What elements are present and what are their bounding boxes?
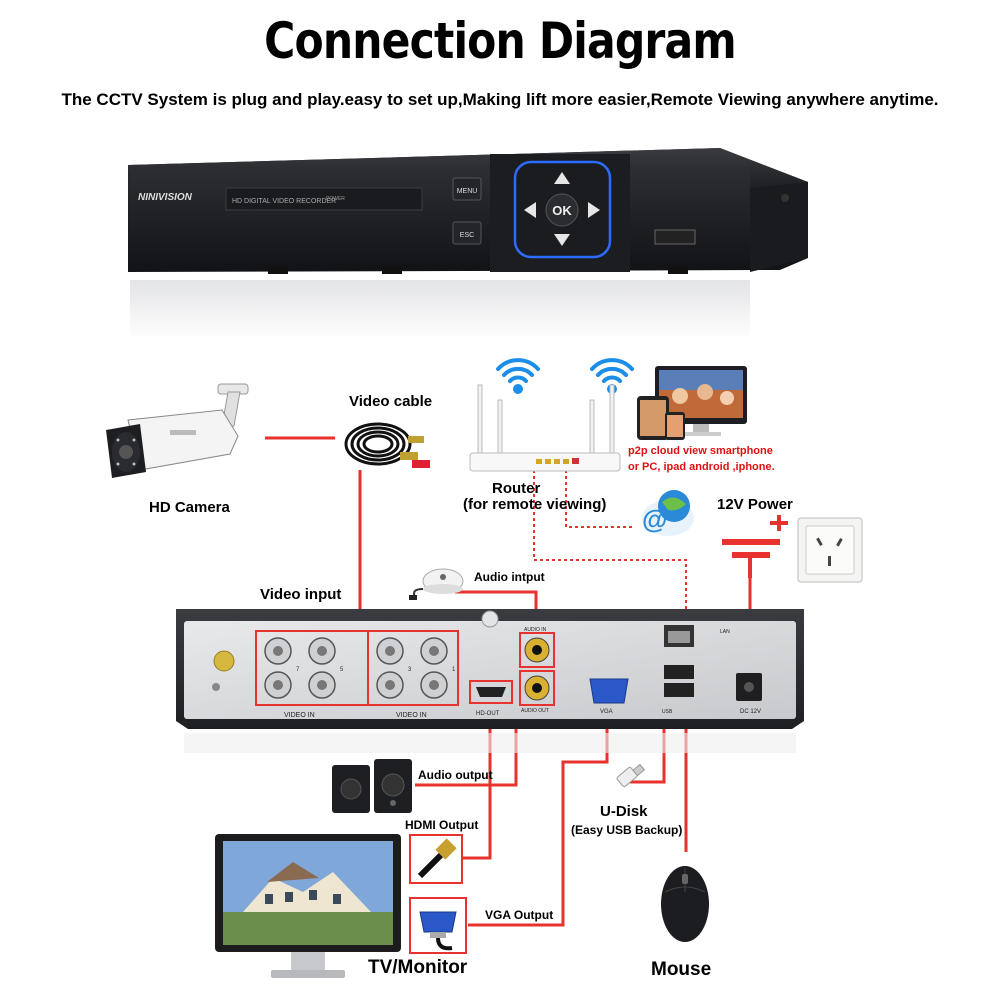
svg-text:MENU: MENU [457, 188, 478, 195]
tv-monitor-icon [215, 834, 401, 978]
tv-monitor-label: TV/Monitor [368, 957, 468, 978]
svg-text:AUDIO IN: AUDIO IN [524, 627, 547, 633]
hdmi-highlight [409, 834, 463, 884]
hdmi-output-wire [463, 716, 492, 860]
svg-text:AUDIO OUT: AUDIO OUT [521, 708, 549, 714]
mouse-label: Mouse [651, 959, 712, 980]
hd-camera-icon [106, 383, 249, 478]
svg-text:3: 3 [408, 667, 412, 673]
svg-text:@: @ [642, 504, 667, 534]
router-lan-link [533, 470, 687, 628]
svg-text:ESC: ESC [460, 232, 474, 239]
hd-camera-label: HD Camera [149, 499, 230, 516]
router-label: Router [492, 480, 541, 497]
router-icon [469, 358, 634, 472]
svg-text:VGA: VGA [600, 709, 613, 715]
svg-text:5: 5 [340, 667, 344, 673]
audio-output-wire [415, 706, 518, 787]
svg-text:DC 12V: DC 12V [740, 709, 761, 715]
dc-power-symbol-icon [722, 515, 788, 578]
dvr-brand-logo: NINIVISION [138, 192, 193, 203]
page-subtitle: The CCTV System is plug and play.easy to… [61, 90, 939, 109]
video-input-label: Video input [260, 586, 342, 603]
svg-text:HD DIGITAL VIDEO RECORDER: HD DIGITAL VIDEO RECORDER [232, 198, 336, 205]
vga-cable-icon [419, 911, 457, 951]
router-cloud-link [565, 470, 632, 528]
svg-text:7: 7 [296, 667, 300, 673]
power-label: 12V Power [717, 496, 793, 513]
page-title: Connection Diagram [264, 12, 736, 70]
hdmi-output-label: HDMI Output [405, 818, 479, 832]
u-disk-label: U-Disk [600, 803, 648, 820]
p2p-line2: or PC, ipad android ,iphone. [628, 461, 775, 473]
video-in-label-left: VIDEO IN [284, 712, 315, 719]
vga-highlight [409, 897, 467, 954]
speakers-icon [332, 759, 412, 813]
p2p-devices-icon [637, 366, 747, 440]
usb-disk-icon [616, 763, 646, 788]
audio-output-label: Audio output [418, 768, 493, 782]
svg-text:1: 1 [452, 667, 456, 673]
wall-socket-icon [797, 517, 863, 583]
video-in-label-right: VIDEO IN [396, 712, 427, 719]
dvr-front-unit: OK MENU ESC HD DIGITAL VIDEO RECORDER PO… [128, 148, 808, 340]
internet-cloud-icon: @ [642, 490, 694, 536]
svg-text:LAN: LAN [720, 629, 730, 635]
u-disk-note: (Easy USB Backup) [571, 823, 683, 837]
microphone-icon [409, 568, 464, 600]
dvr-back-panel: 7 5 3 1 VIDEO IN VIDEO IN HD-OUT AUDIO IN A… [176, 609, 804, 753]
hdmi-cable-icon [417, 838, 457, 879]
router-note: (for remote viewing) [463, 496, 607, 513]
vga-output-label: VGA Output [485, 908, 554, 922]
svg-text:POWER: POWER [326, 196, 345, 202]
svg-text:USB: USB [662, 709, 673, 715]
video-cable-label: Video cable [349, 393, 433, 410]
ok-button-label: OK [552, 203, 572, 218]
svg-text:HD-OUT: HD-OUT [476, 711, 500, 717]
video-cable-icon [344, 422, 430, 468]
audio-input-label: Audio intput [474, 570, 545, 584]
mouse-icon [661, 866, 709, 942]
p2p-line1: p2p cloud view smartphone [628, 445, 773, 457]
